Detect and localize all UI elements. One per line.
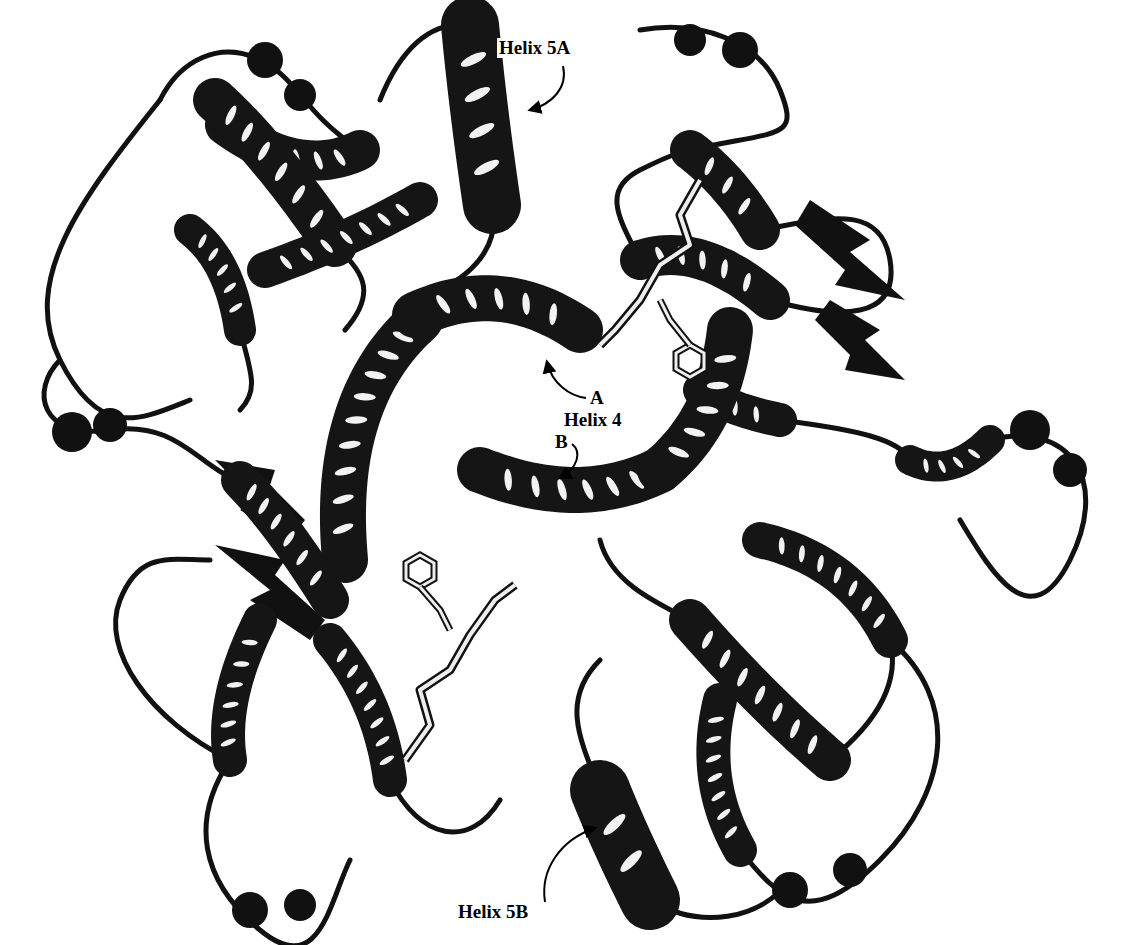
helix bbox=[330, 640, 395, 780]
helix-label: Helix 4 bbox=[562, 410, 624, 430]
helix bbox=[660, 330, 737, 470]
leader-arrows bbox=[530, 66, 595, 902]
helix bbox=[331, 320, 420, 560]
helix bbox=[600, 790, 650, 900]
helix-label: A bbox=[588, 388, 606, 408]
helix bbox=[220, 620, 260, 760]
helix bbox=[240, 480, 330, 600]
ligand-sticks bbox=[405, 180, 704, 760]
helix-label: Helix 5B bbox=[456, 902, 530, 922]
beta-strands bbox=[215, 200, 905, 640]
helix bbox=[690, 150, 760, 230]
short-helix-turns bbox=[52, 24, 1087, 928]
helix-label: Helix 5A bbox=[497, 38, 572, 58]
coil-loops bbox=[44, 24, 1086, 945]
helix bbox=[760, 537, 890, 640]
alpha-helices bbox=[190, 25, 990, 900]
helix bbox=[459, 25, 501, 205]
helix-label: B bbox=[553, 432, 570, 452]
helix bbox=[190, 230, 244, 330]
helix bbox=[415, 287, 580, 330]
helix bbox=[705, 700, 740, 850]
helix bbox=[480, 469, 660, 502]
helix bbox=[265, 200, 420, 271]
helix bbox=[910, 440, 990, 474]
helix bbox=[215, 100, 335, 245]
